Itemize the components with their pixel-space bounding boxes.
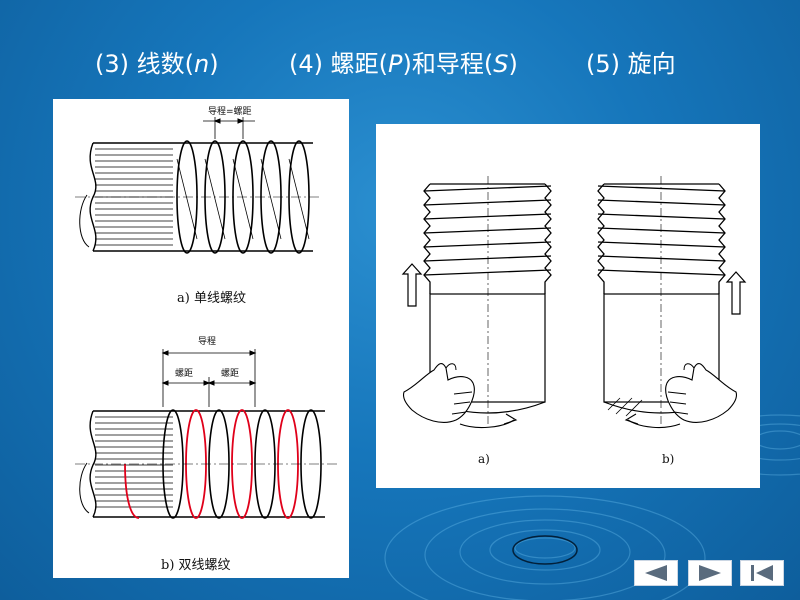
single-start-thread-drawing [75,111,321,254]
lead-equals-pitch-label: 导程=螺距 [208,107,252,117]
end-bar-triangle-icon [751,565,773,581]
heading-hand-direction: (5) 旋向 [586,50,676,78]
last-slide-button[interactable] [740,560,784,586]
prev-slide-button[interactable] [634,560,678,586]
pitch-label-1: 螺距 [175,369,194,379]
double-start-caption: b) 双线螺纹 [161,558,231,573]
lead-label: 导程 [198,337,217,347]
thread-start-figure-panel: 导程=螺距 a) 单线螺纹 导程 螺距 螺距 b) 双线螺纹 [53,99,349,578]
single-start-caption: a) 单线螺纹 [177,291,246,306]
double-start-thread-drawing [75,349,339,519]
right-hand-fig-label: a) [478,452,490,466]
prev-triangle-icon [645,565,667,581]
hand-rule-drawings [401,176,747,429]
thread-hand-figure-panel: a) b) [376,124,760,488]
pitch-label-2: 螺距 [221,369,240,379]
left-hand-thread-drawing [597,176,747,429]
heading-pitch-lead: (4) 螺距(P)和导程(S) [289,50,518,78]
header-row: (3) 线数(n) (4) 螺距(P)和导程(S) (5) 旋向 [0,44,800,84]
left-hand-fig-label: b) [662,452,675,466]
thread-drawings [75,111,339,519]
next-triangle-icon [699,565,721,581]
heading-thread-count: (3) 线数(n) [95,50,219,78]
right-hand-thread-drawing [401,176,552,429]
next-slide-button[interactable] [688,560,732,586]
